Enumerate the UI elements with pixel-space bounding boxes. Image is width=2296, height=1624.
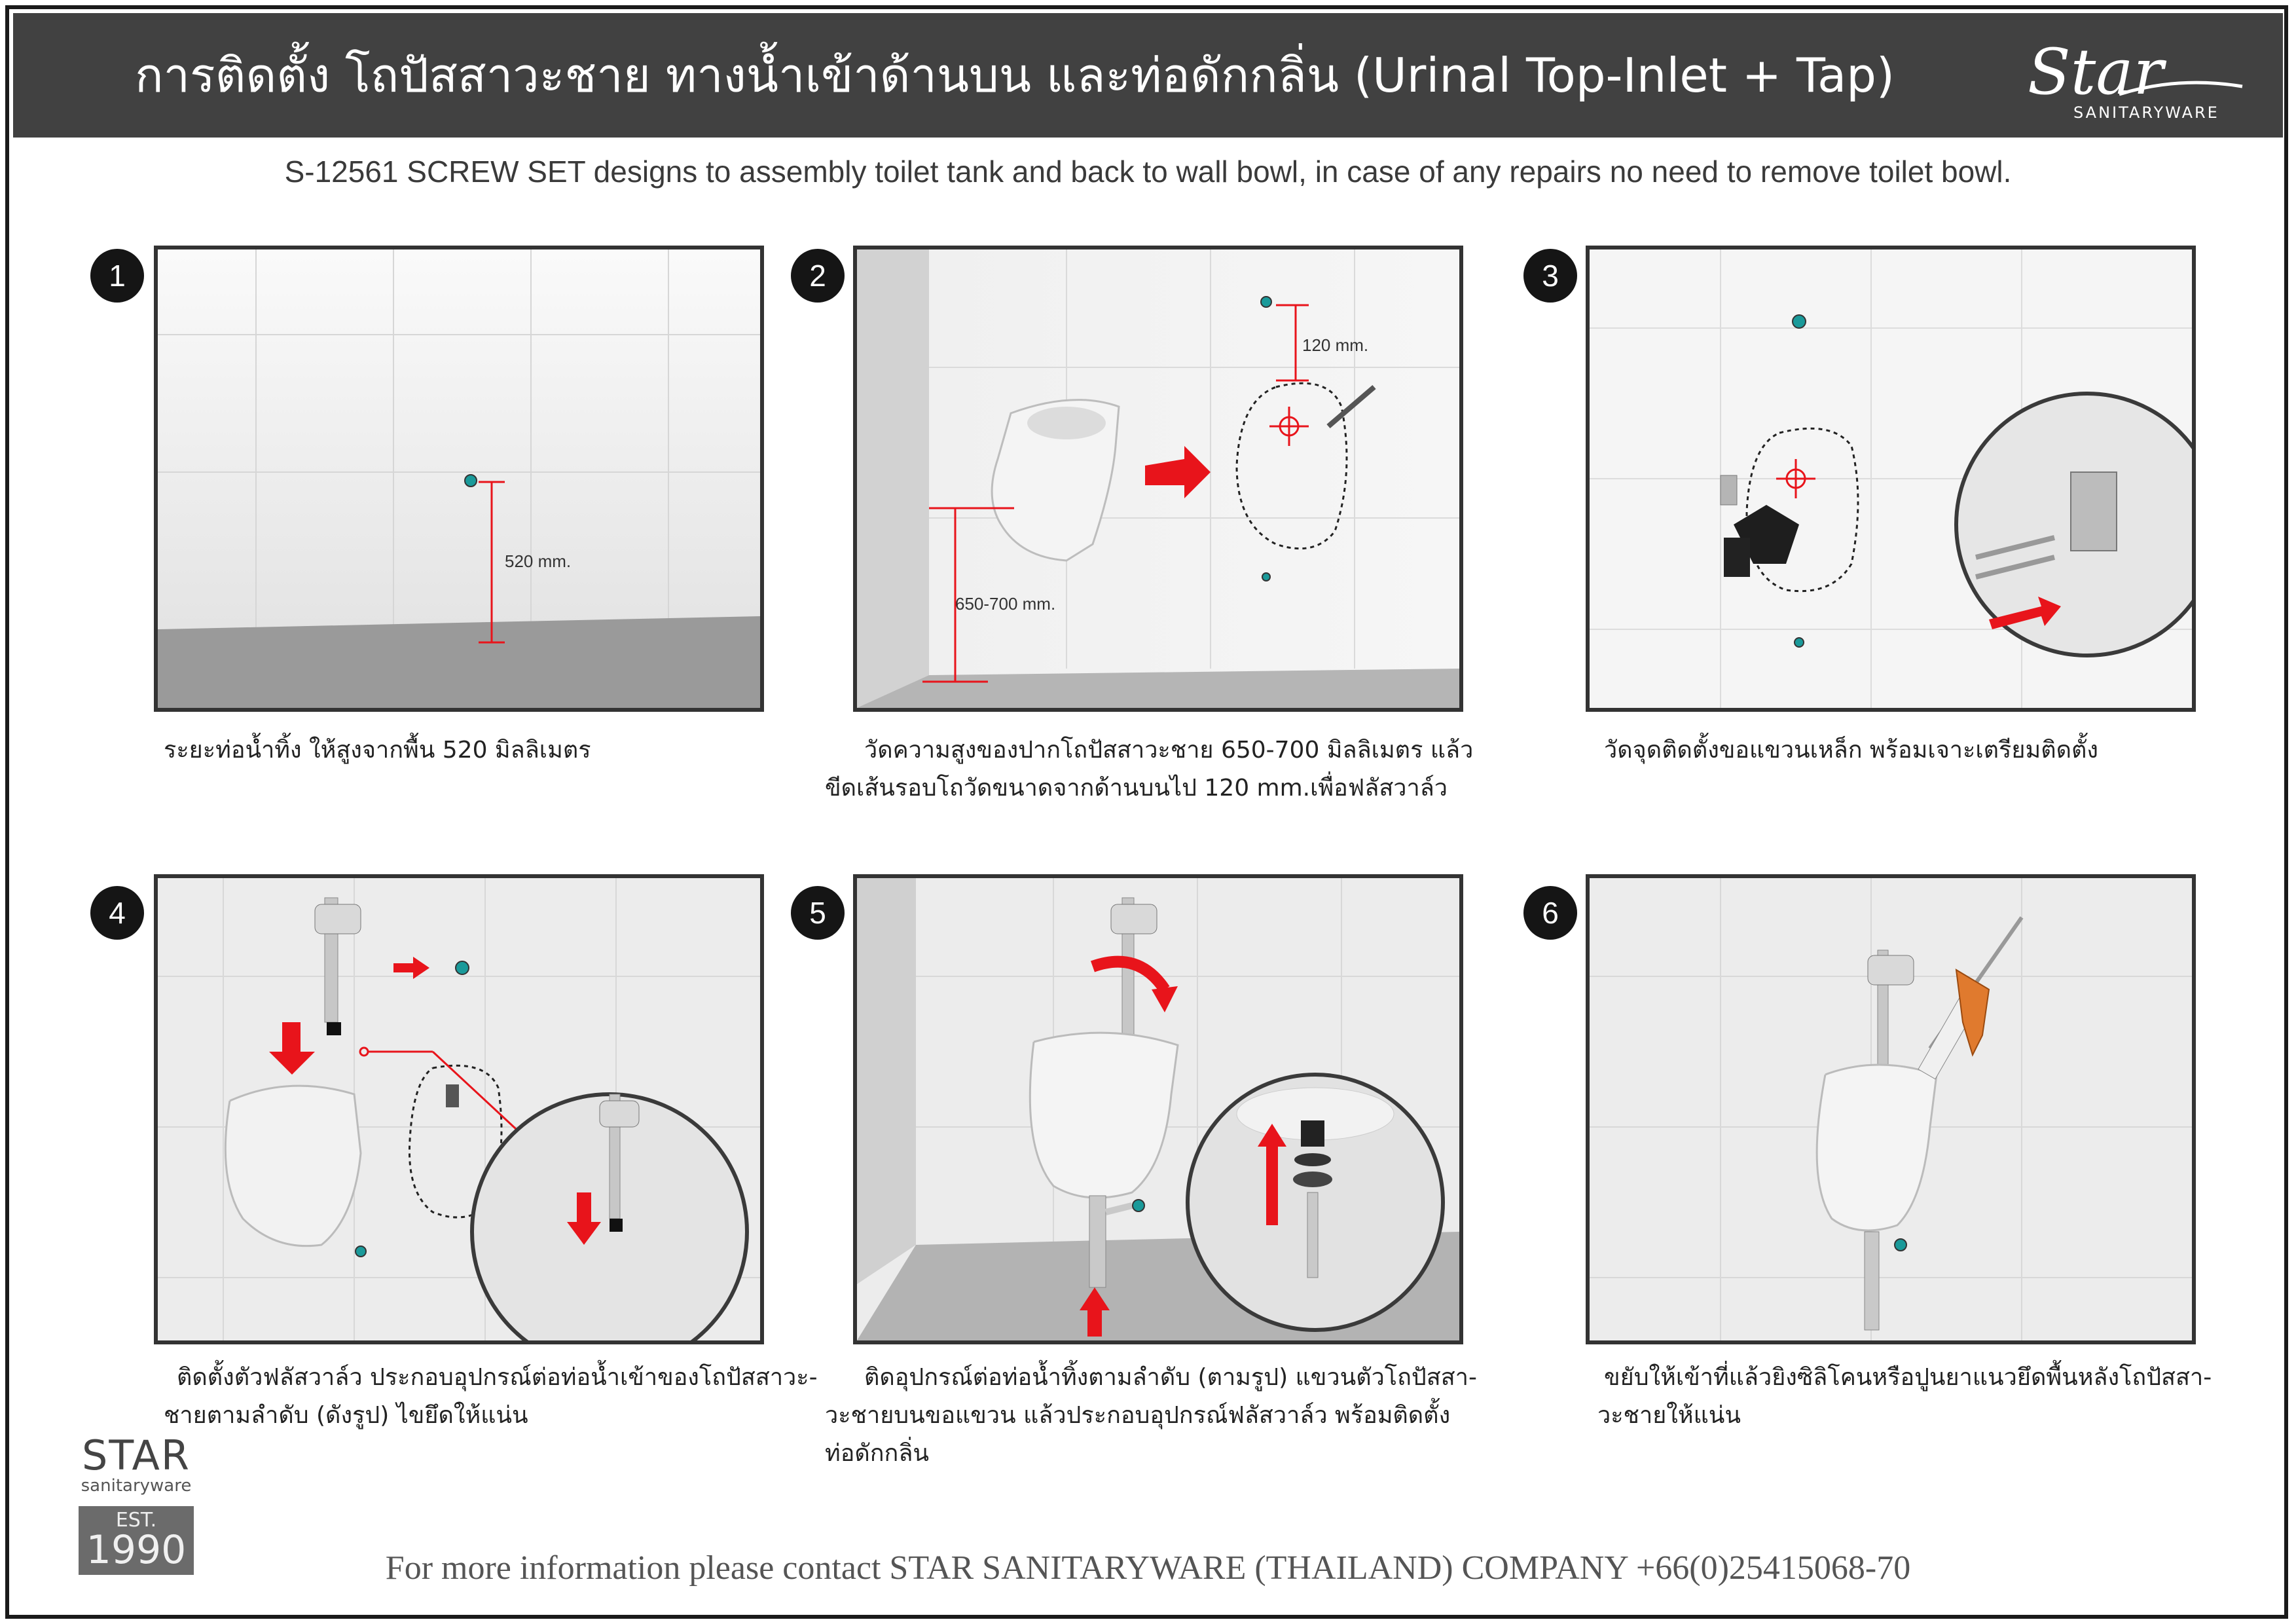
badge-top: STAR sanitaryware (79, 1434, 194, 1506)
page-title: การติดตั้ง โถปัสสาวะชาย ทางน้ำเข้าด้านบน… (134, 48, 1895, 103)
badge-sub-text: sanitaryware (81, 1476, 192, 1496)
step-1-number: 1 (90, 249, 144, 303)
badge-est-text: EST. (115, 1509, 157, 1532)
badge-bottom: EST. 1990 (79, 1506, 194, 1575)
step-3-caption-line-1: วัดจุดติดตั้งขอแขวนเหล็ก พร้อมเจาะเตรียม… (1604, 737, 2098, 764)
step-3-number: 3 (1523, 249, 1577, 303)
step-2-number: 2 (791, 249, 845, 303)
badge-year-text: 1990 (86, 1527, 187, 1573)
step-4-image (154, 874, 764, 1344)
step-3-image (1586, 246, 2196, 712)
subtitle: S-12561 SCREW SET designs to assembly to… (284, 155, 2012, 189)
step-6-number: 6 (1523, 886, 1577, 940)
step-5-caption-line-3: ท่อดักกลิ่น (825, 1440, 929, 1467)
step-2-top-dimension-label: 120 mm. (1302, 335, 1368, 355)
step-1-caption: ระยะท่อน้ำทิ้ง ให้สูงจากพื้น 520 มิลลิเม… (164, 731, 818, 769)
logo-swoosh-icon (2119, 81, 2243, 96)
step-2-height-dimension-label: 650-700 mm. (955, 594, 1055, 614)
step-3-caption: วัดจุดติดตั้งขอแขวนเหล็ก พร้อมเจาะเตรียม… (1597, 731, 2252, 769)
step-1-caption-line-1: ระยะท่อน้ำทิ้ง ให้สูงจากพื้น 520 มิลลิเม… (164, 737, 591, 764)
step-6-image (1586, 874, 2196, 1344)
step-4-caption-line-2: ชายตามลำดับ (ดังรูป) ไขยึดให้แน่น (164, 1402, 528, 1429)
step-5-caption: ติดอุปกรณ์ต่อท่อน้ำทิ้งตามลำดับ (ตามรูป)… (825, 1359, 1480, 1473)
step-4-caption-line-1: ติดตั้งตัวฟลัสวาล์ว ประกอบอุปกรณ์ต่อท่อน… (177, 1364, 818, 1391)
step-5-image (853, 874, 1463, 1344)
star-est-badge: STAR sanitaryware EST. 1990 (79, 1434, 194, 1575)
step-4-caption: ติดตั้งตัวฟลัสวาล์ว ประกอบอุปกรณ์ต่อท่อน… (164, 1359, 818, 1435)
step-5-caption-line-1: ติดอุปกรณ์ต่อท่อน้ำทิ้งตามลำดับ (ตามรูป)… (864, 1364, 1477, 1391)
step-6-caption-line-1: ขยับให้เข้าที่แล้วยิงซิลิโคนหรือปูนยาแนว… (1604, 1364, 2212, 1391)
step-2-image: 120 mm. 650-700 mm. (853, 246, 1463, 712)
step-1-image: 520 mm. (154, 246, 764, 712)
header-bar: การติดตั้ง โถปัสสาวะชาย ทางน้ำเข้าด้านบน… (13, 13, 2283, 138)
step-1-dimension-label: 520 mm. (505, 551, 571, 571)
logo-subtext: SANITARYWARE (2073, 103, 2219, 122)
step-6-caption: ขยับให้เข้าที่แล้วยิงซิลิโคนหรือปูนยาแนว… (1597, 1359, 2252, 1435)
star-logo: Star SANITARYWARE (2021, 39, 2244, 124)
logo-script-text: Star (2028, 35, 2164, 109)
footer-contact: For more information please contact STAR… (385, 1549, 1911, 1587)
step-2-caption-line-2: ขีดเส้นรอบโถวัดขนาดจากด้านบนไป 120 mm.เพ… (825, 775, 1448, 802)
step-2-caption-line-1: วัดความสูงของปากโถปัสสาวะชาย 650-700 มิล… (864, 737, 1474, 764)
step-2-caption: วัดความสูงของปากโถปัสสาวะชาย 650-700 มิล… (825, 731, 1480, 807)
badge-star-text: STAR (82, 1431, 191, 1479)
step-5-number: 5 (791, 886, 845, 940)
step-4-number: 4 (90, 886, 144, 940)
step-6-caption-line-2: วะชายให้แน่น (1597, 1402, 1741, 1429)
step-5-caption-line-2: วะชายบนขอแขวน แล้วประกอบอุปกรณ์ฟลัสวาล์ว… (825, 1402, 1451, 1429)
